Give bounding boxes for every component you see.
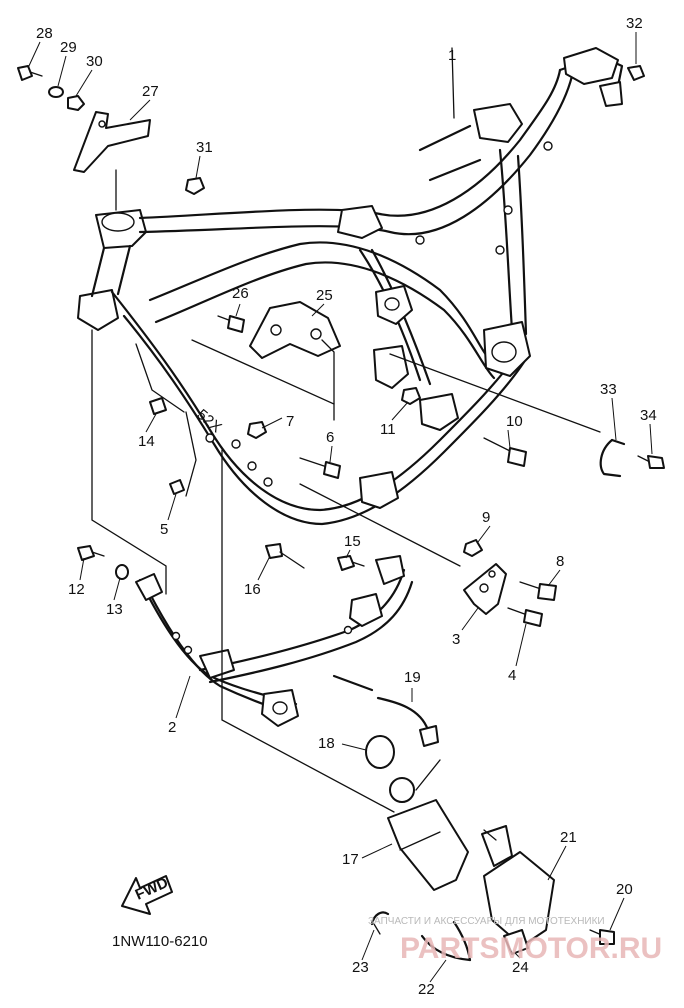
bolt-28 (17, 65, 43, 81)
callout-31: 31 (196, 139, 213, 156)
callout-3: 3 (452, 631, 460, 648)
callout-20: 20 (616, 881, 633, 898)
callout-9: 9 (482, 509, 490, 526)
diagram-code: 1NW110-6210 (112, 933, 208, 950)
bolt-34 (637, 455, 665, 469)
callout-1: 1 (448, 47, 456, 64)
main-frame: 52X (77, 47, 624, 526)
callout-32: 32 (626, 15, 643, 32)
callout-23: 23 (352, 959, 369, 976)
watermark-logo: PARTSMOTOR.RU (400, 932, 662, 965)
callout-8: 8 (556, 553, 564, 570)
clip-22 (420, 920, 472, 962)
lower-frame (135, 555, 414, 727)
callout-25: 25 (316, 287, 333, 304)
callout-33: 33 (600, 381, 617, 398)
callout-labels: 1 2 3 4 5 6 7 8 9 10 11 12 13 14 15 16 1… (36, 15, 657, 998)
callout-27: 27 (142, 83, 159, 100)
rod-19 (332, 674, 439, 747)
callout-21: 21 (560, 829, 577, 846)
nut-30 (67, 95, 85, 111)
watermark-tagline: ЗАПЧАСТИ И АКСЕССУАРЫ ДЛЯ МОТОТЕХНИКИ (368, 916, 605, 927)
cover-17 (387, 777, 469, 891)
nut-14 (149, 397, 167, 415)
engine-bracket (249, 301, 341, 359)
callout-22: 22 (418, 981, 435, 998)
plate-3 (463, 563, 507, 615)
bolt-26 (217, 315, 245, 333)
callout-18: 18 (318, 735, 335, 752)
bolt-6 (299, 457, 341, 479)
callout-24: 24 (512, 959, 529, 976)
callout-26: 26 (232, 285, 249, 302)
bolt-16 (265, 543, 305, 569)
bolt-15 (337, 555, 365, 571)
nut-31 (185, 177, 205, 195)
callout-16: 16 (244, 581, 261, 598)
washer-13 (115, 564, 129, 580)
callout-5: 5 (160, 521, 168, 538)
callout-30: 30 (86, 53, 103, 70)
callout-2: 2 (168, 719, 176, 736)
callout-leaders (27, 32, 653, 983)
callout-17: 17 (342, 851, 359, 868)
nut-9 (463, 539, 483, 557)
callout-28: 28 (36, 25, 53, 42)
callout-12: 12 (68, 581, 85, 598)
pin-23 (370, 911, 390, 935)
cap-32 (627, 65, 645, 81)
bracket-27 (73, 111, 151, 173)
callout-4: 4 (508, 667, 516, 684)
callout-6: 6 (326, 429, 334, 446)
callout-14: 14 (138, 433, 155, 450)
bracket-33 (599, 438, 626, 478)
bolt-8 (519, 581, 557, 601)
bolt-20 (589, 929, 615, 945)
callout-13: 13 (106, 601, 123, 618)
nut-5 (169, 479, 185, 495)
nut-11 (401, 387, 421, 405)
bolt-4 (507, 607, 543, 627)
bolt-12 (77, 545, 105, 561)
callout-29: 29 (60, 39, 77, 56)
damper-18 (365, 735, 395, 769)
clamp-24 (503, 929, 529, 955)
cover-21 (481, 825, 555, 947)
fwd-arrow: FWD (121, 874, 173, 915)
washer-29 (48, 86, 64, 98)
nut-7 (247, 421, 267, 439)
reference-lines (91, 47, 601, 841)
callout-34: 34 (640, 407, 657, 424)
callout-7: 7 (286, 413, 294, 430)
callout-11: 11 (380, 421, 396, 438)
callout-19: 19 (404, 669, 421, 686)
watermark: PARTSMOTOR.RU ЗАПЧАСТИ И АКСЕССУАРЫ ДЛЯ … (368, 916, 662, 965)
bolt-10 (483, 437, 527, 467)
callout-15: 15 (344, 533, 361, 550)
callout-10: 10 (506, 413, 523, 430)
